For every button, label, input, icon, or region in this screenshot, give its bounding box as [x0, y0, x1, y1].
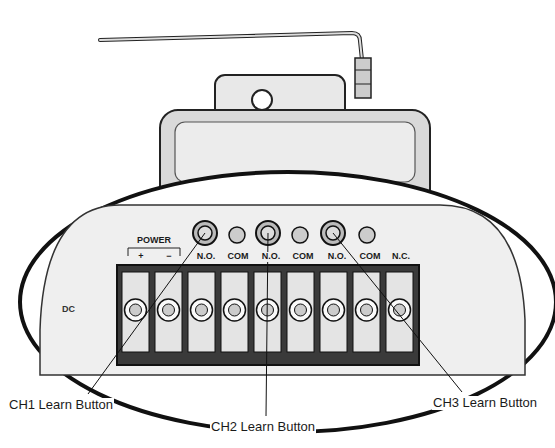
nut-line	[355, 84, 371, 85]
screw-head	[361, 304, 373, 316]
antenna	[100, 33, 362, 60]
pin-label: COM	[359, 252, 382, 262]
screw-head	[163, 304, 175, 316]
terminal-cell	[320, 272, 347, 352]
screw-head	[328, 304, 340, 316]
led	[229, 227, 245, 243]
terminal-cell	[122, 272, 149, 352]
terminal-screw	[323, 299, 345, 321]
dc-label: DC	[62, 305, 75, 315]
callout-label: CH3 Learn Button	[432, 396, 538, 410]
screw-head	[130, 304, 142, 316]
pin-label: N.O.	[261, 252, 282, 262]
leader-line	[333, 233, 462, 392]
terminal-cell	[287, 272, 314, 352]
terminal-screw	[191, 299, 213, 321]
terminal-cell	[386, 272, 413, 352]
terminal-cell	[353, 272, 380, 352]
magnifier-ellipse	[20, 172, 555, 432]
led	[359, 227, 375, 243]
pin-label: COM	[227, 252, 250, 262]
leader-line	[88, 233, 205, 394]
terminal-cell	[188, 272, 215, 352]
antenna-highlight	[100, 33, 362, 60]
mounting-hole	[252, 90, 272, 110]
pin-label: N.C.	[391, 252, 411, 262]
terminal-cell	[221, 272, 248, 352]
callout-label: CH1 Learn Button	[8, 398, 114, 412]
pin-label: −	[165, 252, 172, 262]
nut-line	[355, 70, 371, 71]
terminal-screw	[290, 299, 312, 321]
terminal-screw	[389, 299, 411, 321]
terminal-block	[117, 265, 419, 365]
callout-label: CH2 Learn Button	[210, 420, 316, 434]
pin-label: COM	[292, 252, 315, 262]
terminal-screw	[224, 299, 246, 321]
power-label: POWER	[136, 236, 172, 246]
terminal-screw	[356, 299, 378, 321]
pin-label: N.O.	[196, 252, 217, 262]
screw-head	[229, 304, 241, 316]
terminal-screw	[158, 299, 180, 321]
led	[292, 227, 308, 243]
screw-head	[196, 304, 208, 316]
pin-label: N.O.	[327, 252, 348, 262]
pin-label: +	[137, 252, 144, 262]
antenna-nut	[355, 58, 371, 98]
receiver-panel	[40, 205, 525, 375]
screw-head	[295, 304, 307, 316]
